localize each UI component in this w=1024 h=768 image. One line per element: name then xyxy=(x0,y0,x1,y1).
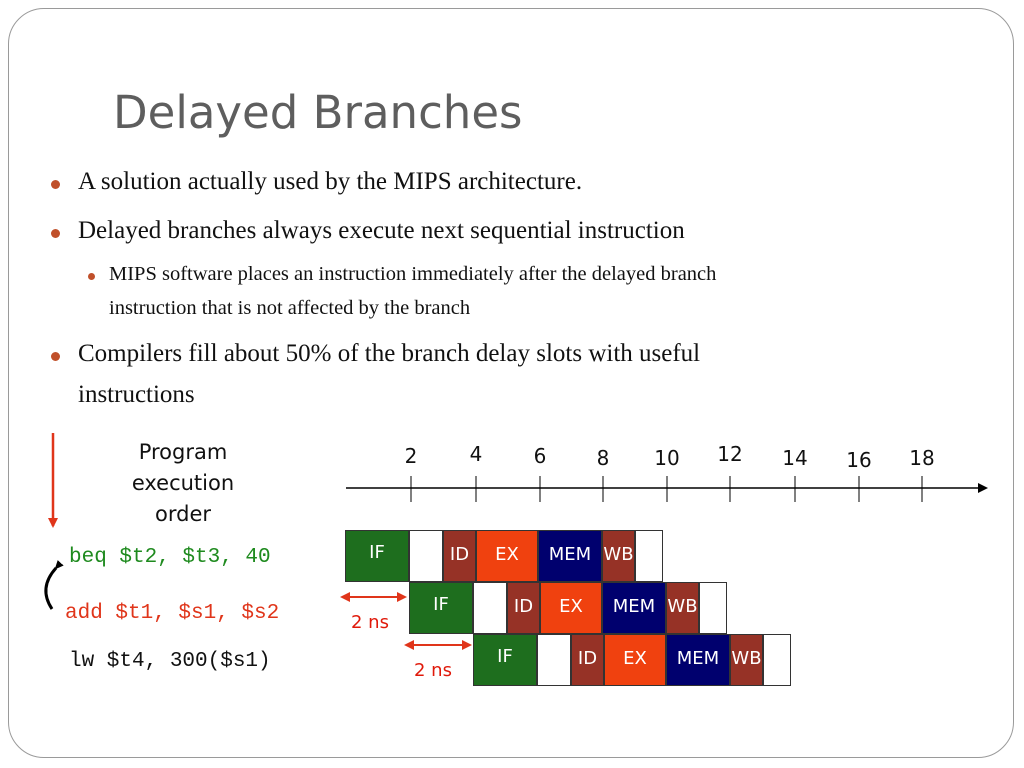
stage-if: IF xyxy=(473,634,537,686)
stage-label: EX xyxy=(623,648,647,669)
tick-label: 14 xyxy=(782,446,808,470)
bullet-3-line-1: Compilers fill about 50% of the branch d… xyxy=(78,340,701,367)
stage-label: MEM xyxy=(676,648,720,669)
stage-blank xyxy=(635,530,663,582)
branch-curve-arrow xyxy=(44,560,64,610)
stage-id: ID xyxy=(571,634,604,686)
stage-label: IF xyxy=(369,542,385,563)
bullet-2: Delayed branches always execute next seq… xyxy=(78,217,685,244)
delay-label-1: 2 ns xyxy=(351,612,389,633)
stage-label: EX xyxy=(495,544,519,565)
tick-label: 10 xyxy=(654,446,680,470)
sub-bullet-line-2: instruction that is not affected by the … xyxy=(109,297,471,319)
sub-bullet-line-1: MIPS software places an instruction imme… xyxy=(109,263,717,285)
instruction-lw: lw $t4, 300($s1) xyxy=(69,650,271,673)
stage-mem: MEM xyxy=(538,530,602,582)
order-label-line: Program xyxy=(138,440,228,464)
stage-label: IF xyxy=(433,594,449,615)
program-order-label: Program execution order xyxy=(108,437,258,530)
stage-ex: EX xyxy=(476,530,538,582)
instruction-add: add $t1, $s1, $s2 xyxy=(65,602,280,625)
tick-label: 16 xyxy=(846,448,872,472)
stage-blank xyxy=(409,530,443,582)
delay-label-2: 2 ns xyxy=(414,660,452,681)
stage-id: ID xyxy=(507,582,540,634)
stage-blank xyxy=(699,582,727,634)
bullet-1: A solution actually used by the MIPS arc… xyxy=(78,168,583,195)
order-label-line: order xyxy=(155,502,211,526)
bullet-dot xyxy=(51,352,60,361)
stage-label: IF xyxy=(497,646,513,667)
stage-label: ID xyxy=(513,596,534,617)
stage-mem: MEM xyxy=(602,582,666,634)
stage-id: ID xyxy=(443,530,476,582)
stage-blank xyxy=(473,582,507,634)
stage-label: WB xyxy=(667,596,698,617)
stage-label: EX xyxy=(559,596,583,617)
tick-label: 8 xyxy=(596,446,610,470)
instruction-beq: beq $t2, $t3, 40 xyxy=(69,546,271,569)
bullet-3-line-2: instructions xyxy=(78,381,195,408)
stage-label: WB xyxy=(603,544,634,565)
stage-mem: MEM xyxy=(666,634,730,686)
stage-ex: EX xyxy=(540,582,602,634)
stage-ex: EX xyxy=(604,634,666,686)
stage-blank xyxy=(537,634,571,686)
stage-label: ID xyxy=(577,648,598,669)
stage-wb: WB xyxy=(602,530,635,582)
bullet-dot xyxy=(51,229,60,238)
sub-bullet-dot xyxy=(88,273,95,280)
stage-label: ID xyxy=(449,544,470,565)
stage-label: MEM xyxy=(612,596,656,617)
stage-label: MEM xyxy=(548,544,592,565)
bullet-dot xyxy=(51,180,60,189)
stage-label: WB xyxy=(731,648,762,669)
slide-title: Delayed Branches xyxy=(113,86,523,139)
timeline-tick-marks xyxy=(410,476,923,502)
stage-wb: WB xyxy=(730,634,763,686)
order-label-line: execution xyxy=(131,471,235,495)
tick-label: 18 xyxy=(909,446,935,470)
tick-label: 4 xyxy=(469,442,483,466)
stage-blank xyxy=(763,634,791,686)
tick-label: 2 xyxy=(404,444,418,468)
tick-label: 12 xyxy=(717,442,743,466)
stage-if: IF xyxy=(409,582,473,634)
stage-if: IF xyxy=(345,530,409,582)
stage-wb: WB xyxy=(666,582,699,634)
tick-label: 6 xyxy=(533,444,547,468)
